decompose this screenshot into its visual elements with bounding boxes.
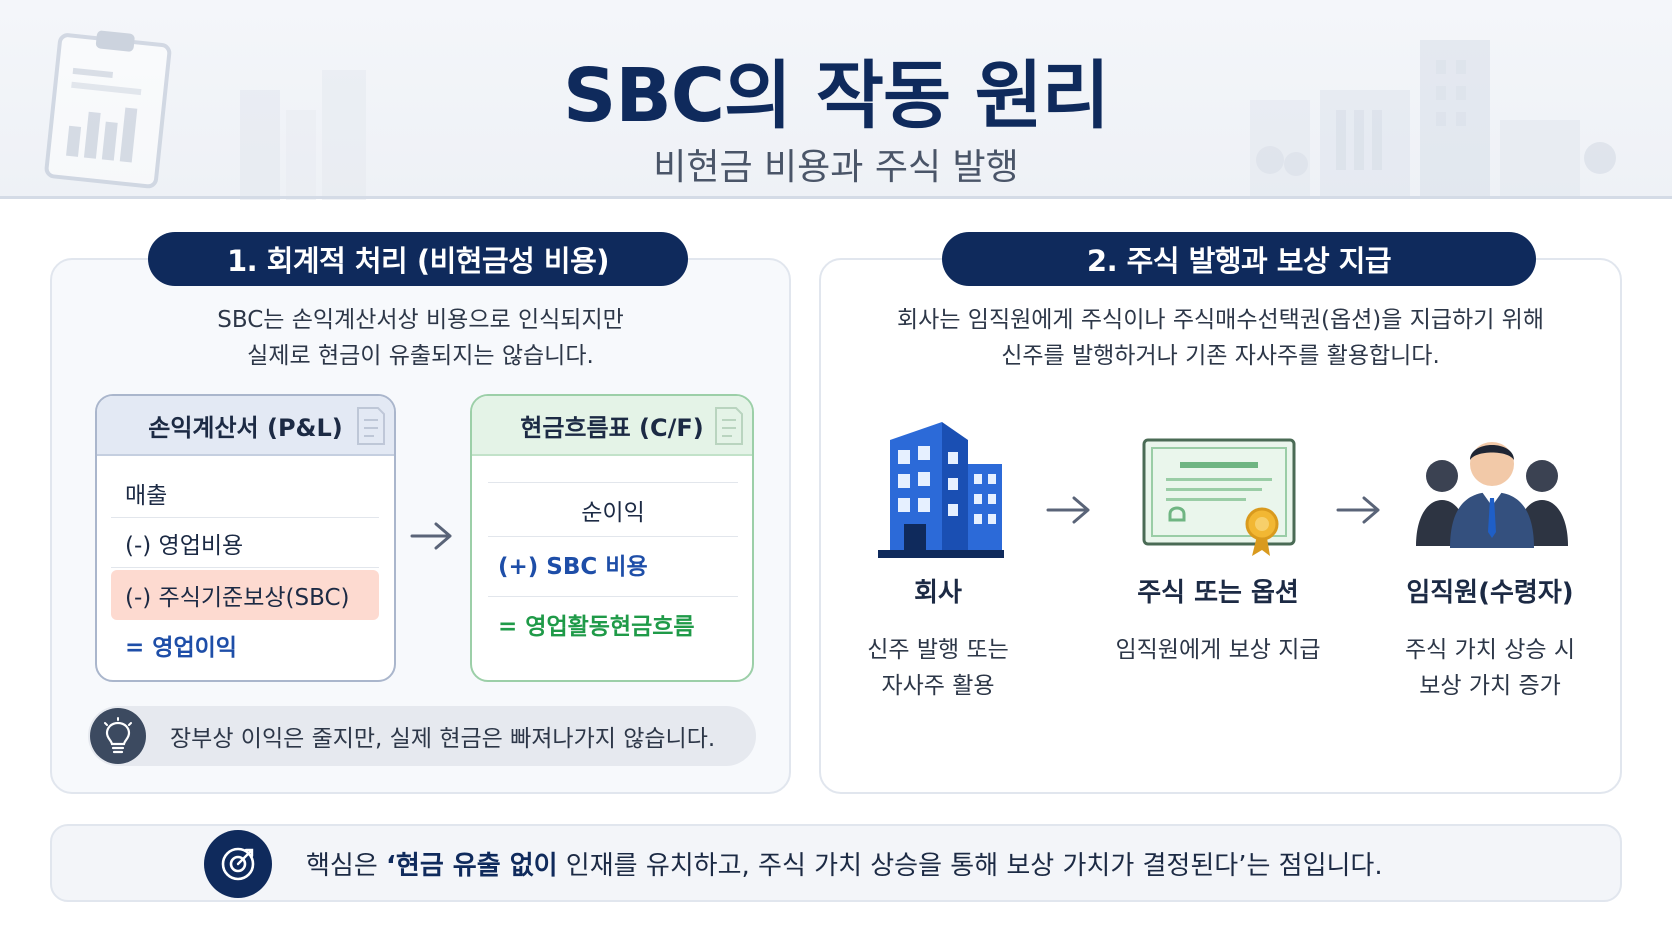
clipboard-decoration-icon <box>44 30 366 200</box>
accounting-description-line2: 실제로 현금이 유출되지는 않습니다. <box>247 343 594 369</box>
flow-label-stock-option: 주식 또는 옵션 <box>1137 578 1299 608</box>
document-watermark-icon <box>715 407 743 445</box>
cash-flow-box: 현금흐름표 (C/F) 순이익 (+) SBC 비용 = 영업활동현금흐름 <box>470 394 754 682</box>
cash-flow-title: 현금흐름표 (C/F) <box>520 413 704 442</box>
stock-issuance-description-line1: 회사는 임직원에게 주식이나 주식매수선택권(옵션)을 지급하기 위해 <box>897 307 1544 333</box>
tip-text: 장부상 이익은 줄지만, 실제 현금은 빠져나가지 않습니다. <box>170 726 716 752</box>
flow-label-company: 회사 <box>914 578 962 608</box>
flow-sub-company-line2: 자사주 활용 <box>881 673 995 699</box>
flow-sub-company-line1: 신주 발행 또는 <box>867 637 1009 663</box>
flow-sub-employee-line1: 주식 가치 상승 시 <box>1404 637 1576 663</box>
city-skyline-decoration-icon <box>1250 40 1616 198</box>
lightbulb-glyph-icon <box>104 717 132 754</box>
flow-label-employee: 임직원(수령자) <box>1406 578 1574 608</box>
flow-sub-stock-option: 임직원에게 보상 지급 <box>1088 632 1348 668</box>
key-takeaway-prefix: 핵심은 <box>306 850 387 881</box>
cash-flow-row-sbc-addback: (+) SBC 비용 <box>488 536 738 590</box>
flow-sub-employee-line2: 보상 가치 증가 <box>1419 673 1561 699</box>
arrow-right-icon <box>1336 496 1380 524</box>
stock-issuance-panel-title: 2. 주식 발행과 보상 지급 <box>942 232 1536 286</box>
arrow-right-icon <box>410 522 452 550</box>
accounting-description-line1: SBC는 손익계산서상 비용으로 인식되지만 <box>217 307 624 333</box>
income-row-operating-expense: (-) 영업비용 <box>111 518 379 568</box>
key-takeaway-bar <box>50 824 1622 902</box>
key-takeaway-suffix: 인재를 유치하고, 주식 가치 상승을 통해 보상 가치가 결정된다’는 점입니… <box>557 850 1383 881</box>
cash-flow-row-net-income: 순이익 <box>488 482 738 536</box>
certificate-icon <box>1142 438 1296 556</box>
flow-sub-company: 신주 발행 또는 자사주 활용 <box>808 632 1068 704</box>
accounting-description: SBC는 손익계산서상 비용으로 인식되지만 실제로 현금이 유출되지는 않습니… <box>50 302 791 374</box>
stock-issuance-description: 회사는 임직원에게 주식이나 주식매수선택권(옵션)을 지급하기 위해 신주를 … <box>819 302 1622 374</box>
income-statement-title: 손익계산서 (P&L) <box>148 413 343 442</box>
key-takeaway-text: 핵심은 ‘현금 유출 없이 인재를 유치하고, 주식 가치 상승을 통해 보상 … <box>306 824 1383 902</box>
income-row-sbc: (-) 주식기준보상(SBC) <box>111 570 379 620</box>
income-statement-header: 손익계산서 (P&L) <box>97 396 394 456</box>
page-title: SBC의 작동 원리 <box>563 53 1110 139</box>
target-icon <box>204 830 272 898</box>
income-row-revenue: 매출 <box>111 468 379 518</box>
building-icon <box>878 422 1004 558</box>
document-watermark-icon <box>357 407 385 445</box>
lightbulb-icon <box>90 708 146 764</box>
tip-bar <box>88 706 756 766</box>
target-glyph-icon <box>221 847 255 881</box>
page-subtitle: 비현금 비용과 주식 발행 <box>653 147 1019 188</box>
header-divider <box>0 196 1672 199</box>
income-row-operating-income: = 영업이익 <box>125 635 237 661</box>
people-icon <box>1416 442 1568 548</box>
cash-flow-row-operating-cash-flow: = 영업활동현금흐름 <box>488 596 738 650</box>
stock-issuance-description-line2: 신주를 발행하거나 기존 자사주를 활용합니다. <box>1001 343 1440 369</box>
arrow-right-icon <box>1046 496 1090 524</box>
income-statement-box: 손익계산서 (P&L) 매출 (-) 영업비용 (-) 주식기준보상(SBC) … <box>95 394 396 682</box>
flow-sub-employee: 주식 가치 상승 시 보상 가치 증가 <box>1360 632 1620 704</box>
key-takeaway-emphasis: ‘현금 유출 없이 <box>386 850 558 881</box>
flow-sub-stock-option-line1: 임직원에게 보상 지급 <box>1115 637 1321 663</box>
accounting-panel-title: 1. 회계적 처리 (비현금성 비용) <box>148 232 688 286</box>
cash-flow-header: 현금흐름표 (C/F) <box>472 396 752 456</box>
